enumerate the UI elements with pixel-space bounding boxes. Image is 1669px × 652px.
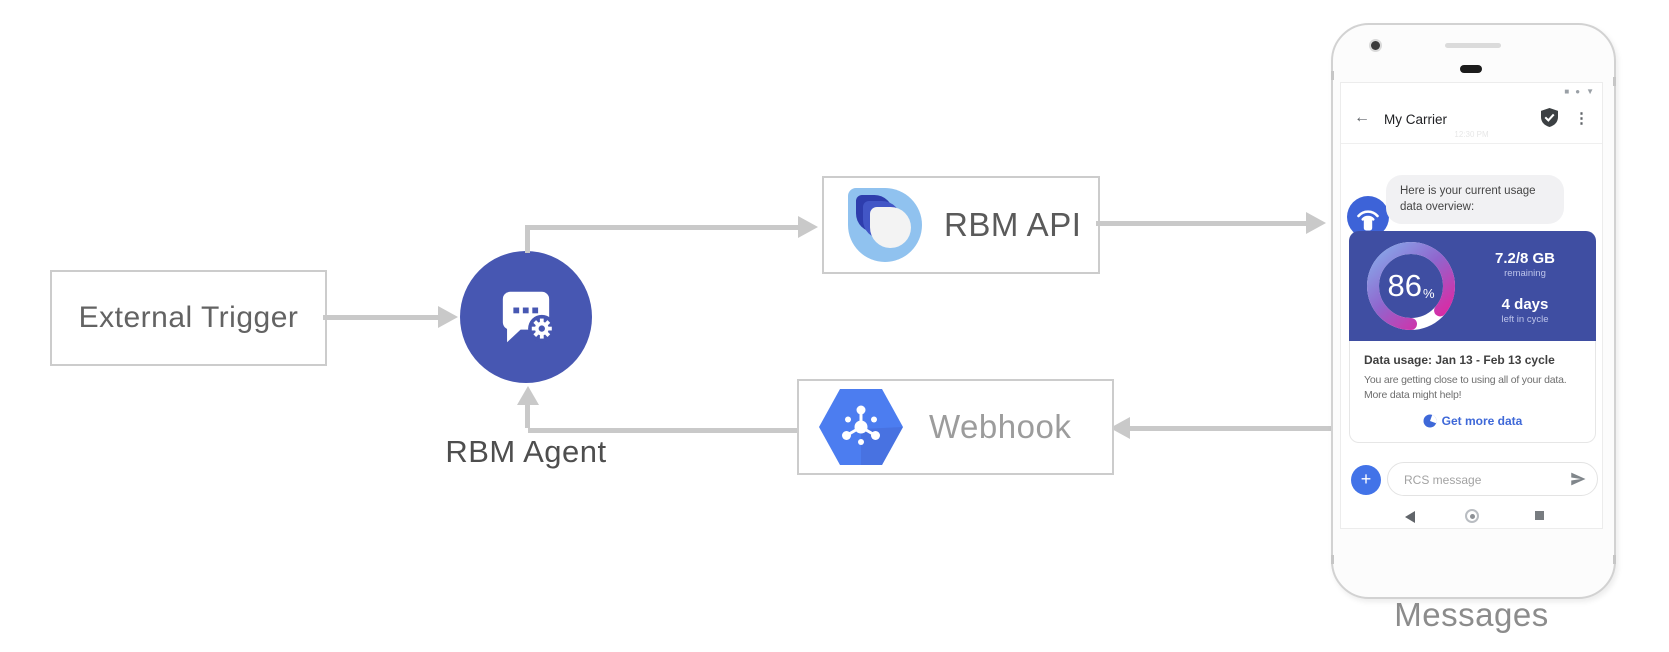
data-remaining-value: 7.2/8 GB	[1494, 250, 1556, 267]
triangle-icon: ▼	[1586, 87, 1594, 96]
dot-icon: ●	[1575, 87, 1581, 96]
rbm-agent-node	[460, 251, 592, 383]
earpiece	[1460, 65, 1482, 73]
antenna-band	[1613, 77, 1616, 86]
attach-plus-button[interactable]: +	[1351, 465, 1381, 495]
data-globe-icon	[1423, 414, 1437, 428]
compose-field[interactable]	[1387, 462, 1598, 496]
gauge-percent: 86	[1387, 268, 1422, 303]
square-icon: ■	[1564, 87, 1570, 96]
rbm-api-icon	[848, 188, 922, 262]
usage-title: Data usage: Jan 13 - Feb 13 cycle	[1364, 353, 1555, 367]
drop-white	[870, 207, 911, 248]
chat-gear-icon	[502, 291, 556, 343]
gauge-value: 86 %	[1363, 238, 1459, 334]
connector-phone-to-webhook	[1128, 426, 1331, 431]
usage-body-line1: You are getting close to using all of yo…	[1364, 374, 1567, 386]
antenna-band	[1331, 555, 1334, 564]
usage-stats: 7.2/8 GB remaining 4 days left in cycle	[1462, 231, 1588, 325]
webhook-label: Webhook	[929, 408, 1072, 445]
external-trigger-node: External Trigger	[50, 270, 327, 366]
rbm-api-label: RBM API	[944, 206, 1082, 243]
nav-back-icon[interactable]	[1405, 511, 1415, 523]
status-bar: ■ ● ▼	[1564, 87, 1594, 97]
days-left-caption: left in cycle	[1501, 314, 1549, 325]
arrowhead-into-webhook	[1110, 417, 1130, 439]
usage-gauge: 86 %	[1363, 238, 1459, 334]
arrowhead-into-phone	[1306, 212, 1326, 234]
antenna-band	[1331, 71, 1334, 80]
rbm-api-node: RBM API	[822, 176, 1100, 274]
connector-api-to-phone	[1096, 221, 1307, 226]
usage-card: 86 % 7.2/8 GB remaining 4 days left in c…	[1349, 231, 1596, 444]
overflow-menu-icon[interactable]: ⋮	[1574, 110, 1589, 127]
camera-icon	[1371, 41, 1380, 50]
gauge-percent-sign: %	[1422, 285, 1435, 301]
nav-recents-icon[interactable]	[1535, 511, 1544, 520]
connector-trigger-to-agent	[323, 315, 439, 320]
divider	[1341, 143, 1602, 144]
arrowhead-into-api	[798, 216, 818, 238]
conversation-title: My Carrier	[1384, 112, 1447, 127]
get-more-data-label: Get more data	[1441, 414, 1523, 429]
rbm-agent-label: RBM Agent	[445, 434, 607, 469]
phone-screen: ■ ● ▼ ← My Carrier ⋮ 12:30 PM	[1340, 82, 1603, 529]
external-trigger-label: External Trigger	[78, 301, 299, 334]
connector-webhook-to-agent-vertical	[525, 402, 530, 428]
verified-shield-icon	[1541, 108, 1558, 127]
antenna-band	[1613, 555, 1616, 564]
rcs-message-input[interactable]	[1402, 467, 1556, 493]
messages-caption: Messages	[1394, 596, 1549, 633]
send-icon[interactable]	[1569, 470, 1587, 488]
connector-agent-to-api-horizontal	[525, 225, 798, 230]
nav-home-dot	[1469, 513, 1475, 519]
usage-body-line2: More data might help!	[1364, 388, 1462, 401]
hotspot-icon	[1357, 210, 1379, 231]
connector-webhook-to-agent-horizontal	[528, 428, 797, 433]
android-nav-bar	[1341, 507, 1602, 529]
nav-home-icon[interactable]	[1465, 509, 1479, 523]
usage-body: You are getting close to using all of yo…	[1364, 373, 1581, 402]
webhook-hexagon-icon	[819, 389, 903, 465]
usage-card-header: 86 % 7.2/8 GB remaining 4 days left in c…	[1349, 231, 1596, 341]
phone-mockup: ■ ● ▼ ← My Carrier ⋮ 12:30 PM	[1331, 23, 1616, 599]
incoming-message-bubble: Here is your current usage data overview…	[1386, 175, 1564, 225]
timestamp: 12:30 PM	[1454, 130, 1489, 139]
webhook-node: Webhook	[797, 379, 1114, 475]
data-remaining-caption: remaining	[1504, 268, 1546, 279]
speaker-slot	[1445, 43, 1501, 48]
connector-agent-to-api-vertical	[525, 225, 530, 253]
days-left-value: 4 days	[1501, 296, 1549, 313]
arrowhead-into-agent-bottom	[517, 386, 539, 405]
app-bar: ← My Carrier ⋮	[1341, 97, 1602, 143]
arrowhead-into-agent	[438, 306, 458, 328]
get-more-data-button[interactable]: Get more data	[1364, 414, 1581, 428]
usage-card-body: Data usage: Jan 13 - Feb 13 cycle You ar…	[1349, 341, 1596, 444]
back-arrow-icon[interactable]: ←	[1354, 109, 1370, 126]
